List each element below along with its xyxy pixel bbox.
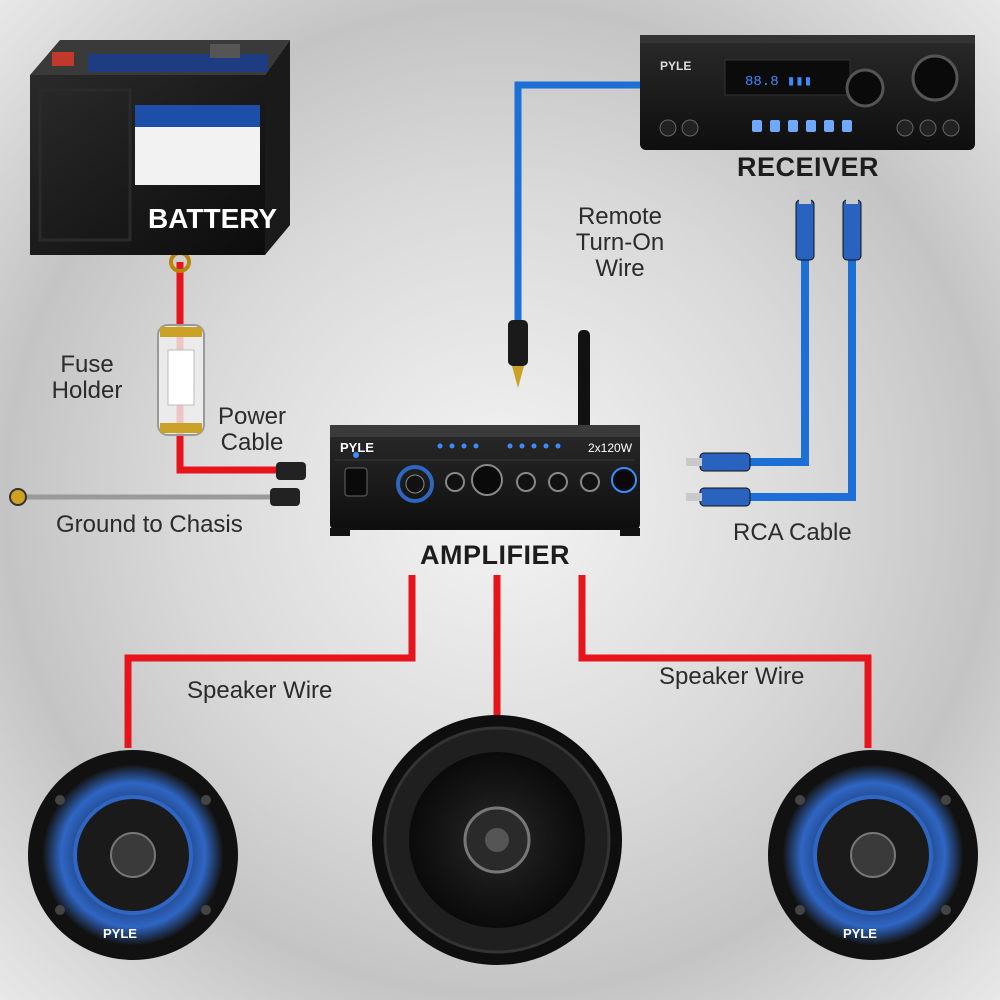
remote-line-2: Turn-On: [575, 229, 665, 256]
center-speaker-icon: [372, 715, 622, 965]
ground-label: Ground to Chasis: [56, 511, 243, 538]
amplifier-icon: [330, 330, 640, 536]
fuse-line-2: Holder: [51, 377, 123, 404]
battery-label: BATTERY: [148, 203, 277, 234]
rca-cable-label: RCA Cable: [733, 519, 852, 546]
svg-text:88.8 ▮▮▮: 88.8 ▮▮▮: [745, 74, 812, 90]
power-line-1: Power: [217, 403, 287, 430]
fuse-holder-icon: [157, 324, 205, 436]
power-cable-label: Power Cable: [196, 404, 308, 456]
remote-turn-on-label: Remote Turn-On Wire: [545, 204, 695, 282]
amp-rating: 2x120W: [588, 441, 633, 455]
fuse-line-1: Fuse: [60, 351, 114, 378]
receiver-brand: PYLE: [660, 59, 691, 73]
speaker-wires: [124, 575, 872, 748]
amplifier-title: AMPLIFIER: [420, 540, 570, 570]
right-speaker-brand: PYLE: [843, 926, 877, 941]
rca-cable: [686, 190, 862, 507]
receiver-icon: 88.8 ▮▮▮: [640, 35, 975, 150]
ground-wire: [9, 462, 306, 506]
speaker-wire-left-label: Speaker Wire: [187, 677, 333, 704]
receiver-title: RECEIVER: [737, 152, 880, 182]
remote-turn-on-wire: [508, 81, 650, 388]
amp-brand: PYLE: [340, 440, 374, 455]
power-line-2: Cable: [220, 429, 284, 456]
right-speaker-icon: [768, 750, 978, 960]
remote-line-3: Wire: [595, 255, 645, 282]
battery-icon: [30, 40, 290, 255]
left-speaker-icon: [28, 750, 238, 960]
fuse-holder-label: Fuse Holder: [28, 352, 146, 404]
remote-line-1: Remote: [577, 203, 663, 230]
speaker-wire-right-label: Speaker Wire: [659, 663, 805, 690]
left-speaker-brand: PYLE: [103, 926, 137, 941]
